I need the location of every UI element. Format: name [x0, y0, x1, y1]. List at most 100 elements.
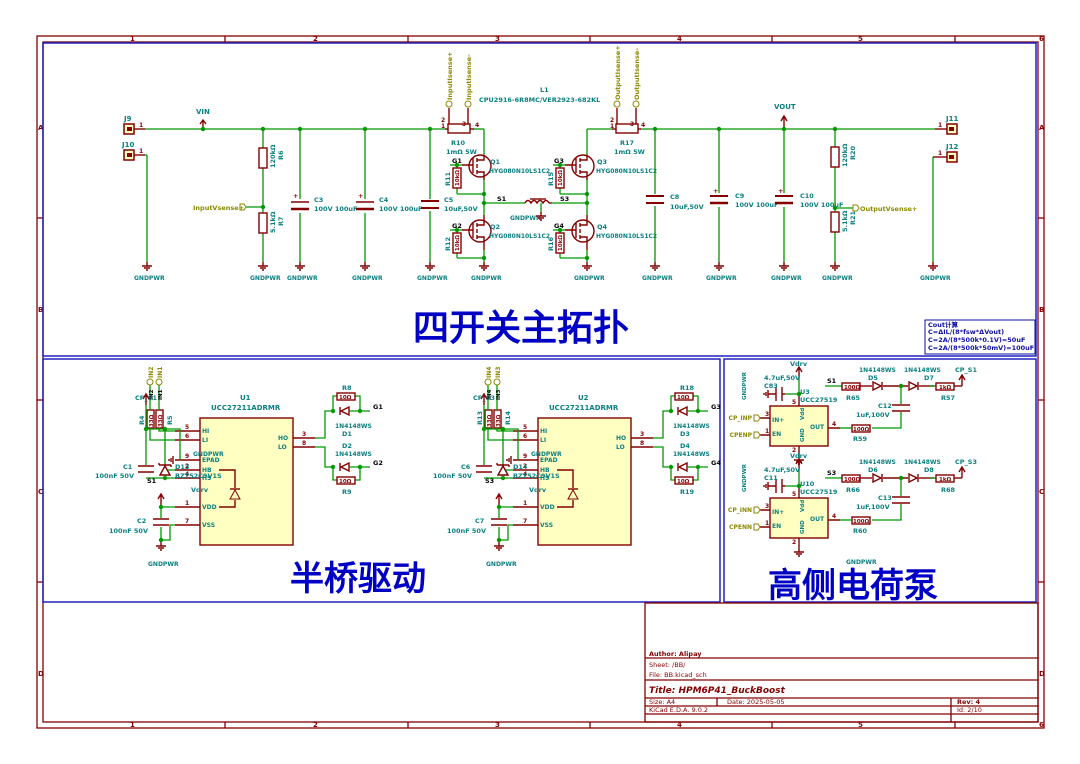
- pin-name: LI: [540, 437, 546, 444]
- pin-number: 5: [792, 399, 796, 406]
- ref-cp-ic: U10: [800, 480, 815, 488]
- ref-zener: D14: [513, 463, 528, 471]
- net-gndpwr: GNDPWR: [417, 275, 448, 282]
- ref-gate-res: R8: [342, 384, 352, 392]
- ground-icon: [779, 262, 789, 271]
- net-cp: CP_S1: [955, 366, 977, 374]
- ref-pump-diode: D6: [868, 466, 878, 474]
- sheet-id: Id: 2/10: [957, 706, 982, 714]
- ref-q4: Q4: [597, 223, 608, 231]
- ref-j9: J9: [123, 115, 132, 123]
- ref-boot-cap: C6: [461, 463, 471, 471]
- net-gnd: GNDPWR: [510, 215, 541, 222]
- ref-pump-res: R60: [853, 527, 868, 535]
- ref-driver: U2: [578, 394, 589, 402]
- gate-diode-lo: [339, 461, 350, 473]
- pump-diode-1: [872, 472, 883, 484]
- svg-text:4: 4: [641, 122, 645, 129]
- ref-zener: D13: [175, 463, 189, 471]
- frame-inner: [42, 41, 1039, 723]
- pin-name: HI: [202, 428, 209, 435]
- pin-name: LO: [616, 444, 625, 451]
- ref-r6: R6: [277, 150, 285, 160]
- value-pump-res: 100Ω: [844, 385, 860, 391]
- net-gndpwr: GNDPWR: [193, 451, 224, 458]
- ground-icon: [479, 262, 489, 271]
- value-cp-ic: UCC27519: [800, 488, 838, 496]
- svg-text:+: +: [713, 187, 718, 195]
- pin-name: IN+: [772, 509, 784, 516]
- net-gndpwr: GNDPWR: [771, 275, 802, 282]
- resistor-r6: [258, 147, 268, 169]
- net-label-in: IN3: [495, 367, 502, 378]
- pin-name: HO: [616, 435, 626, 442]
- net-gndpwr: GNDPWR: [822, 275, 853, 282]
- ground-icon: [582, 262, 592, 271]
- ref-pump-res: R59: [853, 435, 868, 443]
- ref-r-in: R5: [166, 415, 174, 425]
- col-label-bottom: 6: [1039, 721, 1044, 729]
- value-gate-res: 10Ω: [339, 395, 352, 401]
- pin-number: 6: [185, 433, 189, 440]
- svg-text:3: 3: [630, 121, 634, 128]
- net-cp: CP_S3: [955, 458, 977, 466]
- value-zener: BZT52C9V1S: [175, 472, 222, 480]
- value-pump-res: 1kΩ: [939, 477, 951, 483]
- net-label-text: OutputIsense-: [633, 48, 641, 100]
- net-vin: VIN: [196, 108, 210, 116]
- capacitor-c5: C5 10uF,50V: [421, 129, 478, 262]
- pin-number: 2: [185, 463, 189, 470]
- note-line: Cout计算: [928, 320, 958, 329]
- ref-q2: Q2: [490, 223, 500, 231]
- ref-r11: R11: [444, 171, 452, 186]
- section-box-power-stage: [42, 42, 1037, 357]
- pin-number: 1: [139, 148, 143, 155]
- net-gndpwr: GNDPWR: [134, 275, 165, 282]
- value-pump-res: 100Ω: [853, 427, 869, 433]
- mosfet-q4: G4 Q4 HYG080N10LS1C2: [553, 215, 657, 250]
- charge-pump-u10: U10UCC27519IN+ENOUTVddGND31452CP_INNCPEN…: [728, 452, 977, 566]
- pin-name: EN: [772, 523, 781, 530]
- pin-name: VSS: [540, 522, 553, 529]
- net-gate: G2: [373, 459, 383, 467]
- ground-icon: [258, 262, 268, 271]
- connector-j11: J11 1: [935, 115, 958, 135]
- ref-vdd-cap: C2: [137, 517, 146, 525]
- pin-number: 2: [523, 463, 527, 470]
- pin-number: 3: [640, 431, 644, 438]
- sheet-size: Size: A4: [649, 698, 675, 706]
- net-gndpwr: GNDPWR: [846, 559, 877, 566]
- net-label-cp: CP_INP: [729, 415, 753, 422]
- ref-diode: D4: [680, 442, 690, 450]
- value-c4: 100V 100uF: [379, 205, 423, 213]
- value-c10: 100V 100uF: [800, 201, 844, 209]
- capacitor-c10: + C10 100V 100uF: [775, 129, 844, 262]
- net-gndpwr: GNDPWR: [287, 275, 318, 282]
- pin-number: 5: [523, 424, 527, 431]
- label-input-vsense: InputVsense+: [193, 203, 247, 212]
- value-r7: 5.1kΩ: [269, 211, 277, 233]
- row-label-right: C: [1039, 488, 1044, 496]
- label-output-isense-n: OutputIsense-: [632, 48, 641, 108]
- connector-j9: J9 1: [123, 115, 145, 135]
- pin-name: VSS: [202, 522, 215, 529]
- pin-number: 8: [640, 440, 644, 447]
- value-gate-res: 10Ω: [677, 479, 690, 485]
- net-g2: G2: [452, 222, 462, 230]
- row-label-left: D: [38, 670, 44, 678]
- value-pump-diode: 1N4148WS: [904, 367, 941, 374]
- ref-driver: U1: [240, 394, 251, 402]
- ref-gate-res: R19: [680, 488, 695, 496]
- ref-r16: R16: [547, 236, 555, 251]
- net-label-text: OutputIsense+: [614, 45, 622, 100]
- ref-c8: C8: [670, 193, 680, 201]
- pin-name: IN+: [772, 417, 784, 424]
- pin-number: 5: [792, 491, 796, 498]
- col-label-top: 4: [677, 35, 682, 43]
- net-gndpwr: GNDPWR: [148, 561, 179, 568]
- ground-icon: [295, 262, 305, 271]
- pin-number: 7: [185, 518, 189, 525]
- cout-note: Cout计算 C=ΔIL/(8*fsw*ΔVout) C=2A/(8*500k*…: [924, 319, 1036, 355]
- resistor-r20: [830, 146, 840, 168]
